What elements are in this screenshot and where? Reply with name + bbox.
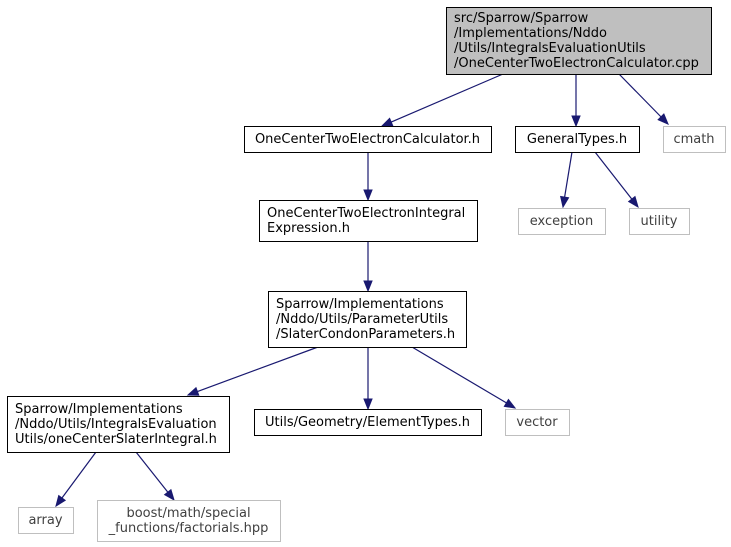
node-label-line: Utils/oneCenterSlaterIntegral.h [15,432,217,447]
node-label-line: src/Sparrow/Sparrow [454,11,589,26]
node-general_types[interactable]: GeneralTypes.h [515,126,640,153]
edge-slater_integral-to-array [55,451,97,508]
edges-layer [55,73,669,508]
edge-root-to-general_types [571,74,581,128]
node-exception: exception [518,208,606,235]
edge-slater_params-to-vector [411,346,517,409]
edge-line [594,151,633,200]
edge-general_types-to-exception [560,151,573,209]
node-label-line: OneCenterTwoElectronCalculator.h [255,132,480,147]
edge-line [564,151,573,198]
arrowhead-icon [186,386,200,396]
node-label-line: OneCenterTwoElectronIntegral [267,206,465,221]
node-label-line: _functions/factorials.hpp [108,521,269,536]
edge-slater_integral-to-factorials [135,451,175,502]
node-cmath: cmath [663,126,726,153]
edge-line [135,451,169,493]
node-label-line: Expression.h [267,221,350,236]
edge-line [411,346,507,404]
arrowhead-icon [627,195,639,209]
node-vector: vector [505,409,570,436]
node-label-line: Sparrow/Implementations [15,402,183,417]
edge-general_types-to-utility [594,151,639,209]
node-slater_params[interactable]: Sparrow/Implementations/Nddo/Utils/Param… [268,291,467,348]
edge-slater_params-to-slater_integral [186,346,319,396]
node-slater_integral[interactable]: Sparrow/Implementations/Nddo/Utils/Integ… [7,396,230,453]
node-factorials: boost/math/special_functions/factorials.… [97,500,281,542]
arrowhead-icon [55,494,67,508]
node-label-line: boost/math/special [126,506,250,521]
node-box [629,208,690,235]
arrowhead-icon [363,280,373,293]
arrowhead-icon [380,117,394,127]
edge-root-to-calc_h [380,73,504,127]
node-label-line: cmath [673,132,714,147]
node-label-line: /OneCenterTwoElectronCalculator.cpp [454,56,699,71]
node-box [18,507,74,534]
arrowhead-icon [363,189,373,202]
arrowhead-icon [571,115,581,128]
node-box [505,409,570,436]
node-label-line: array [28,513,62,528]
node-box [515,126,640,153]
edge-calc_h-to-integral_expr [363,152,373,202]
edge-integral_expr-to-slater_params [363,241,373,293]
node-box [244,126,492,153]
arrowhead-icon [363,398,373,411]
nodes-layer: src/Sparrow/Sparrow/Implementations/Nddo… [7,7,726,542]
edge-line [390,73,504,123]
node-label-line: Utils/Geometry/ElementTypes.h [265,415,470,430]
node-label-line: /Nddo/Utils/IntegralsEvaluation [15,417,217,432]
node-box [518,208,606,235]
node-root[interactable]: src/Sparrow/Sparrow/Implementations/Nddo… [446,7,712,75]
edge-root-to-cmath [618,73,669,125]
node-label-line: exception [530,214,594,229]
node-label-line: /SlaterCondonParameters.h [276,327,455,342]
node-label-line: utility [641,214,678,229]
arrowhead-icon [560,195,570,209]
node-label-line: /Implementations/Nddo [454,26,607,41]
node-box [446,7,712,75]
arrowhead-icon [503,398,517,409]
node-box [97,500,281,542]
node-utility: utility [629,208,690,235]
node-label-line: /Nddo/Utils/ParameterUtils [276,312,448,327]
edge-slater_params-to-element_types [363,347,373,411]
edge-line [618,73,662,118]
arrowhead-icon [657,113,669,125]
node-box [663,126,726,153]
node-label-line: GeneralTypes.h [527,132,627,147]
arrowhead-icon [163,488,175,502]
node-label-line: Sparrow/Implementations [276,297,444,312]
node-element_types[interactable]: Utils/Geometry/ElementTypes.h [254,409,482,436]
edge-line [197,346,319,393]
node-box [7,396,230,453]
node-calc_h[interactable]: OneCenterTwoElectronCalculator.h [244,126,492,153]
node-box [268,291,467,348]
edge-line [61,451,97,499]
node-label-line: /Utils/IntegralsEvaluationUtils [454,41,646,56]
node-box [254,409,482,436]
node-array: array [18,507,74,534]
node-label-line: vector [516,415,558,430]
node-box [259,200,478,242]
